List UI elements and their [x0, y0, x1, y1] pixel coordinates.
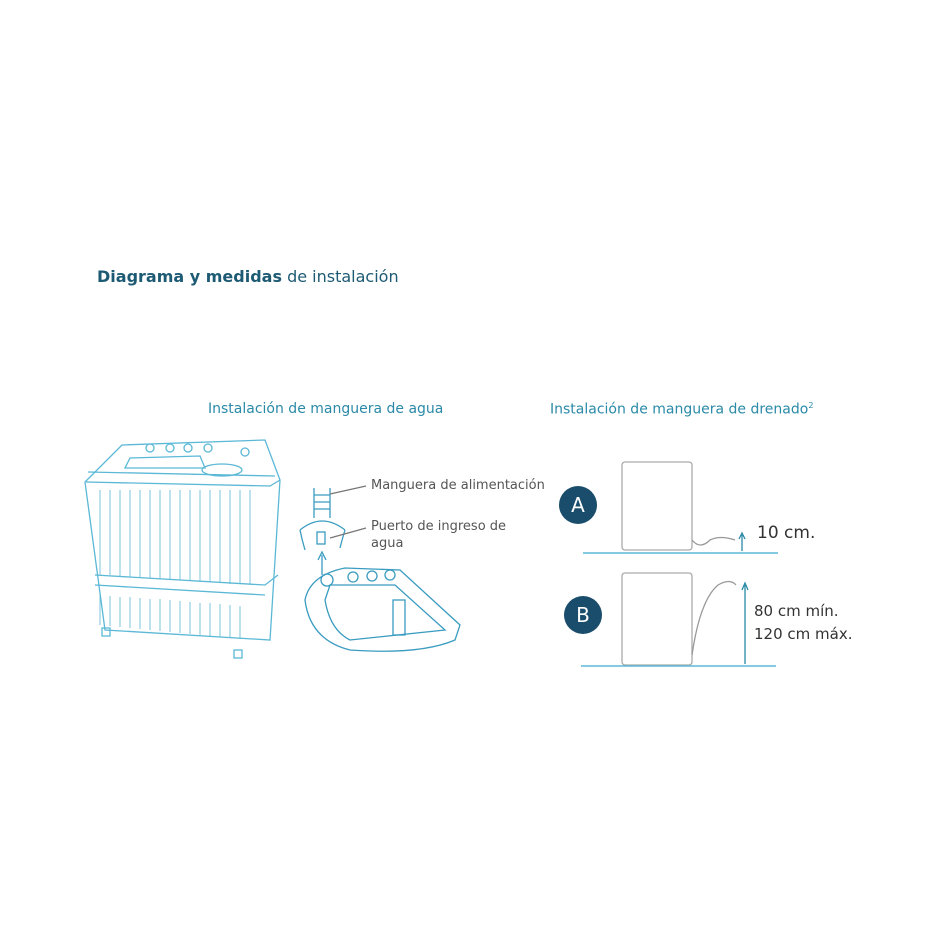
drain-b-illustration [581, 572, 776, 667]
badge-a: A [559, 486, 597, 524]
drain-a-illustration [583, 461, 778, 554]
hose-label: Manguera de alimentación [371, 478, 545, 493]
measure-a: 10 cm. [757, 523, 816, 543]
page-title: Diagrama y medidas de instalación [97, 267, 399, 286]
port-label-line1: Puerto de ingreso de [371, 519, 507, 534]
drain-section-title: Instalación de manguera de drenado2 [550, 401, 814, 418]
measure-b-max: 120 cm máx. [754, 625, 853, 643]
water-section-title: Instalación de manguera de agua [208, 401, 444, 417]
port-label-line2: agua [371, 536, 404, 551]
measure-b-min: 80 cm mín. [754, 602, 839, 620]
badge-b: B [564, 596, 602, 634]
hose-port-illustration [299, 485, 461, 652]
washer-illustration [84, 439, 281, 659]
